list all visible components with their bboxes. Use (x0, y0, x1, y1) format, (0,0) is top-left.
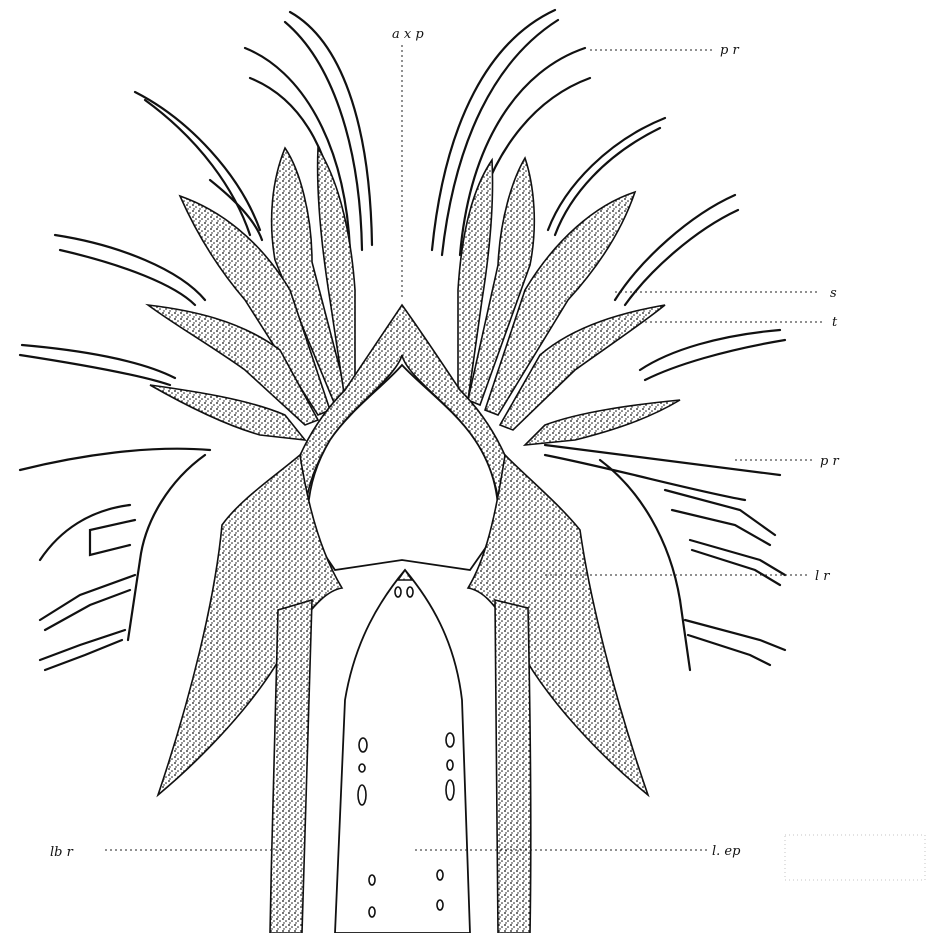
label-lr: l r (815, 569, 830, 584)
stamp-remnant (785, 835, 925, 880)
label-axp: a x p (392, 27, 424, 42)
label-s: s (830, 286, 837, 301)
label-lbr: lb r (50, 845, 74, 860)
label-pr-top: p r (720, 43, 739, 58)
label-pr-mid: p r (820, 454, 839, 469)
central-epithelium (335, 570, 470, 933)
label-lep: l. ep (712, 844, 741, 859)
label-t: t (832, 315, 838, 330)
